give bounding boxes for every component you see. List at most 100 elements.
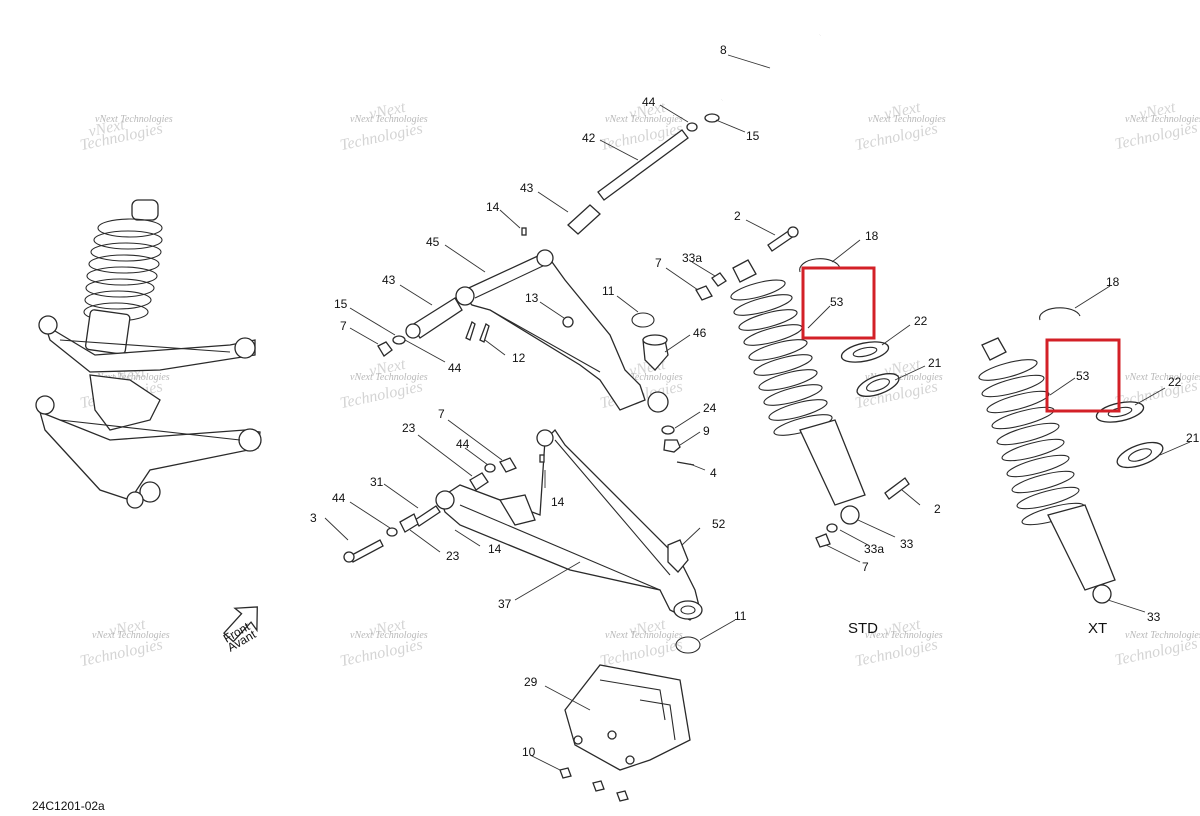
callout-14-lower: 14: [551, 495, 565, 509]
svg-text:vNext Technologies: vNext Technologies: [92, 630, 170, 641]
svg-text:Technologies: Technologies: [79, 636, 165, 670]
washer-part-22: [840, 341, 890, 363]
tube-part-42: [597, 129, 689, 201]
callout-33-xt: 33: [1147, 610, 1161, 624]
nut-part-10: [559, 767, 572, 779]
callout-2-bottom: 2: [934, 502, 941, 516]
callout-24: 24: [703, 401, 717, 415]
svg-text:vNext Technologies: vNext Technologies: [605, 372, 683, 383]
washer-part-44-lower: [484, 463, 496, 473]
callout-29: 29: [524, 675, 538, 689]
nut-part-7-left: [377, 341, 393, 357]
callout-21: 21: [928, 356, 942, 370]
callout-22-xt: 22: [1168, 375, 1182, 389]
watermark: vNext vNext Technologies Technologies: [1113, 99, 1200, 153]
clip-part-18: [799, 258, 841, 273]
callout-4: 4: [710, 466, 717, 480]
skid-plate-group: [559, 664, 691, 802]
callout-21-xt: 21: [1186, 431, 1200, 445]
front-direction-arrow: Front Avant: [221, 606, 259, 655]
bushing-part-44: [686, 122, 698, 132]
washer-part-44-low-left: [386, 527, 398, 537]
callout-44-low-left: 44: [332, 491, 346, 505]
washer-part-15-left: [392, 335, 406, 345]
variant-label-std: STD: [848, 620, 878, 637]
callout-15-left: 15: [334, 297, 348, 311]
callout-2: 2: [734, 209, 741, 223]
bushing-part-33a: [711, 272, 727, 287]
callout-8: 8: [720, 43, 727, 57]
bolt-part-31: [414, 505, 441, 527]
callout-23: 23: [402, 421, 416, 435]
svg-text:vNext Technologies: vNext Technologies: [605, 114, 683, 125]
bushing-part-23-lower: [399, 513, 419, 533]
highlight-box-53-xt[interactable]: [1045, 338, 1121, 413]
svg-text:vNext Technologies: vNext Technologies: [865, 630, 943, 641]
leader-lines: [324, 54, 1191, 771]
callout-7-lower: 7: [438, 407, 445, 421]
lower-a-arm-part-37: [439, 428, 701, 621]
upper-a-arm-group: [377, 33, 821, 466]
assembled-knuckle: [89, 374, 161, 431]
adjuster-part-21-xt: [1116, 441, 1164, 469]
bolt-part-2-bottom: [884, 477, 910, 500]
callout-31: 31: [370, 475, 384, 489]
callout-3: 3: [310, 511, 317, 525]
nut-part-9: [663, 439, 681, 453]
callout-7-mid: 7: [655, 256, 662, 270]
watermark: vNext vNext Technologies Technologies: [339, 356, 428, 412]
circlip-part-11: [631, 312, 655, 328]
plug-part-13: [562, 316, 574, 328]
xt-shock-group: [978, 307, 1164, 604]
callout-15: 15: [746, 129, 760, 143]
svg-text:Technologies: Technologies: [339, 378, 425, 412]
callout-14-bottom: 14: [488, 542, 502, 556]
watermark: vNext vNext Technologies Technologies: [339, 99, 428, 154]
callout-52: 52: [712, 517, 726, 531]
circlip-part-11-bottom: [675, 636, 701, 654]
callout-44-left: 44: [448, 361, 462, 375]
watermark: vNext Technologies Technologies: [1113, 630, 1200, 669]
callout-11: 11: [602, 284, 615, 298]
bolt-part-3: [349, 539, 384, 563]
svg-text:Technologies: Technologies: [339, 120, 425, 154]
callout-9: 9: [703, 424, 710, 438]
callout-14: 14: [486, 200, 500, 214]
nut-part-7-lower: [499, 457, 517, 473]
washer-part-15: [704, 113, 720, 123]
svg-text:Technologies: Technologies: [854, 120, 940, 154]
callout-23-lower: 23: [446, 549, 460, 563]
svg-text:Technologies: Technologies: [339, 636, 425, 670]
svg-text:vNext Technologies: vNext Technologies: [1125, 630, 1200, 641]
watermark: vNext vNext Technologies Technologies: [79, 616, 170, 670]
svg-text:vNext Technologies: vNext Technologies: [605, 630, 683, 641]
callout-12: 12: [512, 351, 526, 365]
nut-part-7-mid: [695, 285, 713, 301]
skid-plate-part-29: [564, 664, 691, 771]
bushing-part-33a-bottom: [826, 523, 838, 533]
assembled-upper-arm: [43, 323, 256, 373]
svg-text:vNext Technologies: vNext Technologies: [350, 114, 428, 125]
highlight-box-53-std[interactable]: [801, 266, 876, 340]
svg-text:vNext Technologies: vNext Technologies: [95, 114, 173, 125]
callout-43-left: 43: [382, 273, 396, 287]
washer-part-24: [661, 425, 675, 435]
callout-10: 10: [522, 745, 536, 759]
watermark: vNext vNext Technologies Technologies: [339, 616, 428, 670]
callout-13: 13: [525, 291, 539, 305]
svg-text:vNext Technologies: vNext Technologies: [350, 372, 428, 383]
svg-text:Technologies: Technologies: [599, 636, 685, 670]
assembled-shock: [83, 199, 163, 355]
upper-a-arm-part-45: [458, 254, 646, 411]
callout-33a-bottom: 33a: [864, 542, 884, 556]
watermark: vNext vNext Technologies Technologies: [599, 616, 685, 670]
std-shock-body: [730, 259, 866, 525]
sleeve-part-43: [567, 204, 601, 235]
callout-7-left: 7: [340, 319, 347, 333]
callout-44: 44: [642, 95, 656, 109]
svg-text:vNext Technologies: vNext Technologies: [350, 630, 428, 641]
ball-joint-part-52: [667, 539, 689, 573]
svg-text:vNext Technologies: vNext Technologies: [1125, 372, 1200, 383]
